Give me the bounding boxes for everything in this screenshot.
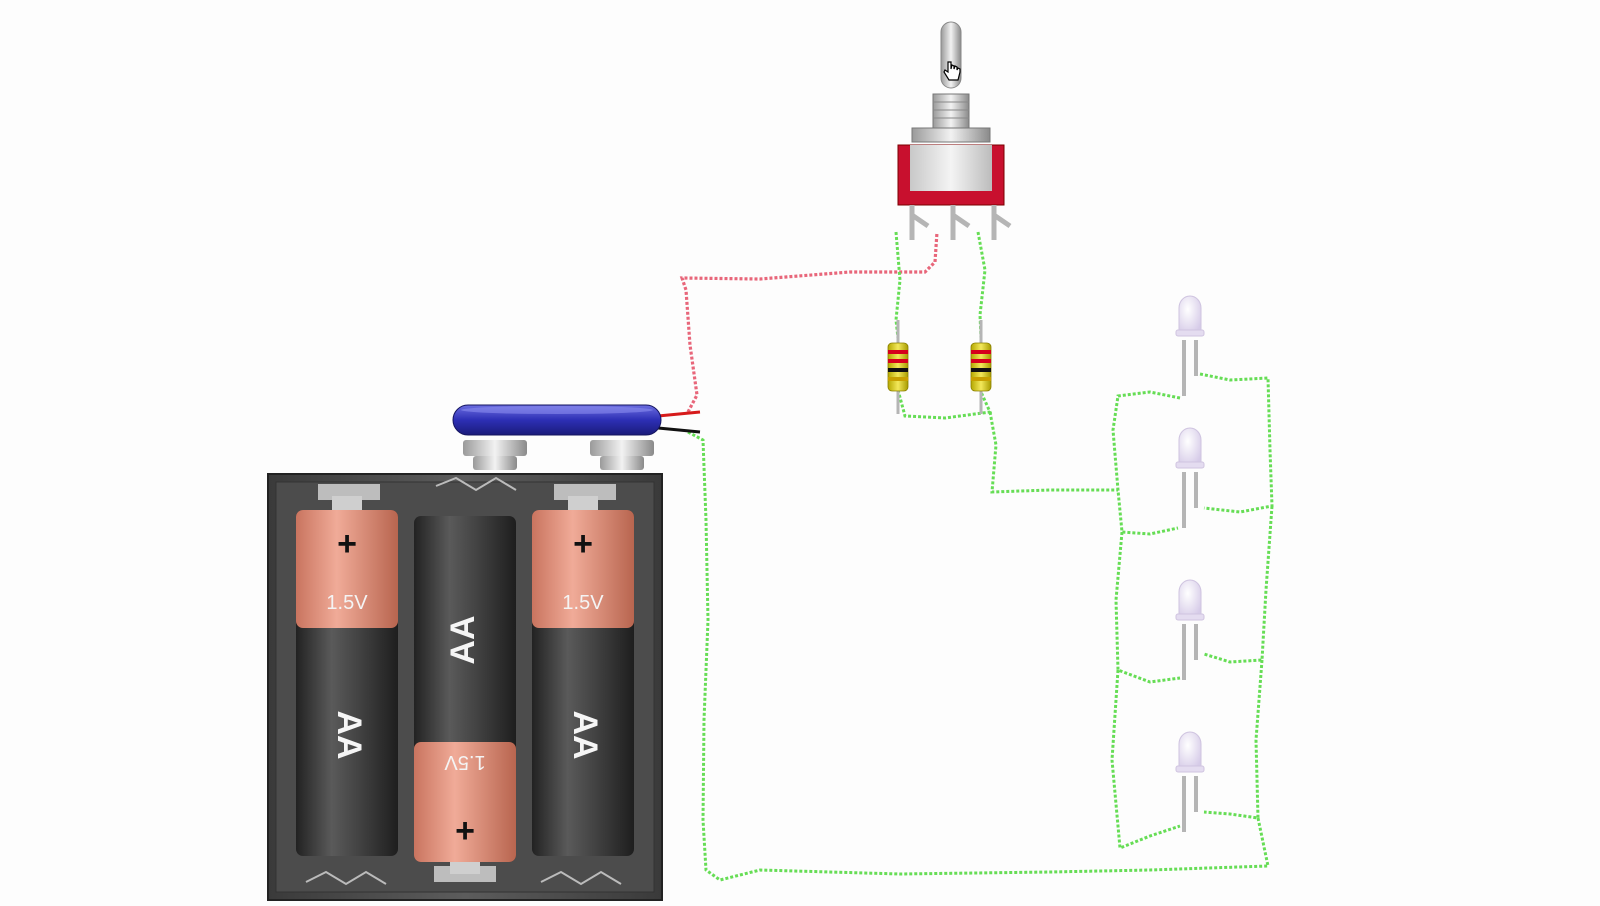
led-4[interactable] xyxy=(1175,731,1205,832)
spring-bottom-right xyxy=(540,870,622,886)
wire-led-bus-right[interactable] xyxy=(1199,372,1274,867)
cell-3-voltage: 1.5V xyxy=(562,592,604,614)
battery-cell-1[interactable]: +1.5V AA xyxy=(296,496,398,856)
resistor-1-band-3 xyxy=(888,368,908,372)
cell-1-size: AA xyxy=(330,710,368,759)
battery-cell-3[interactable]: +1.5V AA xyxy=(532,496,634,856)
cell-2-polarity: + xyxy=(455,812,475,850)
cell-2-size: AA xyxy=(444,615,482,664)
wires xyxy=(679,231,1274,882)
led-1[interactable] xyxy=(1175,295,1205,396)
cell-2-voltage: 1.5V xyxy=(444,751,486,773)
cell-3-size: AA xyxy=(566,710,604,759)
wire-led-bus-left[interactable] xyxy=(1110,390,1181,851)
battery-cell-2[interactable]: +1.5V AA xyxy=(414,516,516,874)
resistor-2-band-4 xyxy=(971,377,991,381)
led-2[interactable] xyxy=(1175,427,1205,528)
cell-3-polarity: + xyxy=(573,525,593,563)
resistor-1-band-4 xyxy=(888,377,908,381)
wire-negative-return[interactable] xyxy=(687,430,1269,882)
resistor-1-band-1 xyxy=(888,350,908,354)
toggle-switch[interactable] xyxy=(897,21,1012,240)
resistor-2-band-3 xyxy=(971,368,991,372)
battery-holder[interactable]: +1.5V AA +1.5V AA +1.5V AA xyxy=(267,473,663,901)
resistor-1[interactable] xyxy=(887,320,909,414)
wire-to-led-bus[interactable] xyxy=(988,411,1118,494)
pointer-hand-icon xyxy=(943,61,961,81)
resistors xyxy=(887,320,992,414)
battery-snap-cap[interactable] xyxy=(452,404,701,470)
spring-top-middle xyxy=(435,476,517,492)
cell-1-voltage: 1.5V xyxy=(326,592,368,614)
wire-resistor-bridge[interactable] xyxy=(896,389,993,420)
leds xyxy=(1175,295,1205,832)
cell-1-polarity: + xyxy=(337,525,357,563)
wire-positive[interactable] xyxy=(679,231,939,413)
resistor-1-band-2 xyxy=(888,359,908,363)
led-3[interactable] xyxy=(1175,579,1205,680)
spring-bottom-left xyxy=(305,870,387,886)
switch-pins xyxy=(909,205,1012,240)
resistor-2[interactable] xyxy=(970,320,992,414)
resistor-2-band-1 xyxy=(971,350,991,354)
resistor-2-band-2 xyxy=(971,359,991,363)
